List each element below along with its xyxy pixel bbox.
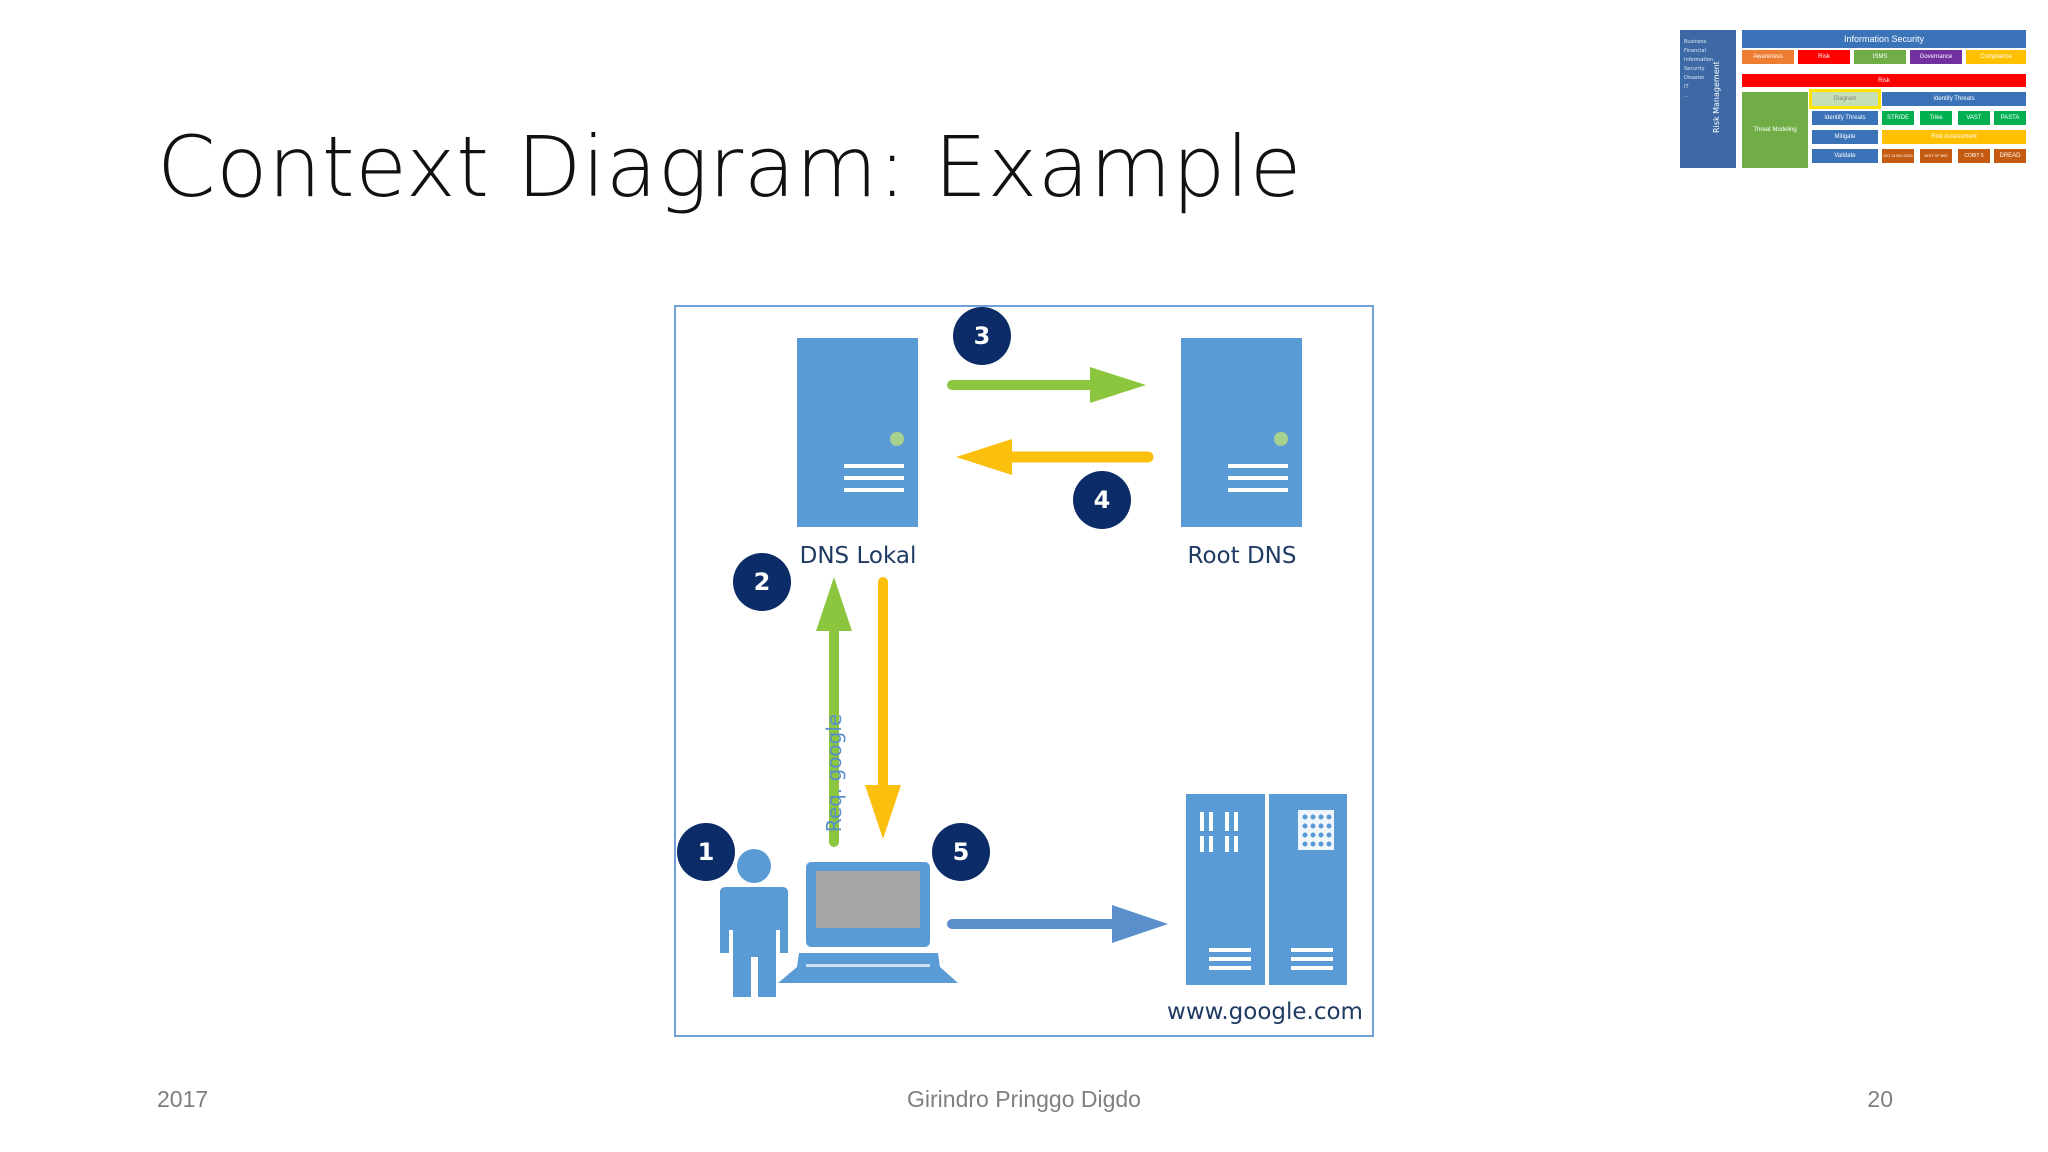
thumb-threat-modeling: Threat Modeling <box>1742 92 1808 168</box>
roadmap-thumbnail: Business Financial Information Security … <box>1680 30 2026 168</box>
step-badge-2: 2 <box>733 553 791 611</box>
arrow-query-root <box>947 367 1146 403</box>
thumb-isms: ISMS <box>1854 50 1906 64</box>
thumb-validate-step: Validate <box>1812 149 1878 163</box>
svg-text:4: 4 <box>1094 486 1111 514</box>
thumb-awareness: Awareness <box>1742 50 1794 64</box>
thumb-identify-step: Identify Threats <box>1812 111 1878 125</box>
thumb-identify-threats: Identify Threats <box>1882 92 2026 106</box>
thumb-risk-assessment: Risk Assessment <box>1882 130 2026 144</box>
thumb-risk-bar: Risk <box>1742 74 2026 87</box>
google-label: www.google.com <box>1167 999 1363 1025</box>
thumb-iso: ISO 31000:2009 <box>1882 149 1914 163</box>
user-icon <box>720 849 788 997</box>
thumb-governance: Governance <box>1910 50 1962 64</box>
thumb-risk: Risk <box>1798 50 1850 64</box>
svg-text:3: 3 <box>974 322 991 350</box>
footer-author: Girindro Pringgo Digdo <box>907 1086 1141 1112</box>
thumb-vast: VAST <box>1958 111 1990 125</box>
google-server-rack-icon <box>1186 794 1347 985</box>
thumb-header: Information Security <box>1742 30 2026 48</box>
thumb-diagram-step: Diagram <box>1809 89 1881 109</box>
thumb-stride: STRIDE <box>1882 111 1914 125</box>
thumb-sidebar-items: Business Financial Information Security … <box>1684 39 1713 99</box>
thumb-mitigate-step: Mitigate <box>1812 130 1878 144</box>
footer-page-number: 20 <box>1867 1086 1893 1112</box>
thumb-dread: DREAD <box>1994 149 2026 163</box>
step-badge-3: 3 <box>953 307 1011 365</box>
root-dns-label: Root DNS <box>1188 543 1297 569</box>
arrow-request-dns <box>816 577 852 847</box>
step-badge-4: 4 <box>1073 471 1131 529</box>
root-dns-server-icon <box>1181 338 1302 527</box>
thumb-compliance: Compliance <box>1966 50 2026 64</box>
svg-text:5: 5 <box>953 838 970 866</box>
slide-title: Context Diagram: Example <box>157 118 1302 216</box>
context-diagram: DNS Lokal Root DNS www.google.com Req. g… <box>674 305 1374 1037</box>
thumb-sidebar <box>1680 30 1736 168</box>
laptop-icon <box>778 862 958 983</box>
thumb-pasta: PASTA <box>1994 111 2026 125</box>
request-label: Req. google <box>822 714 846 832</box>
arrow-response-client <box>865 577 901 839</box>
thumb-cobit: COBIT 5 <box>1958 149 1990 163</box>
dns-lokal-label: DNS Lokal <box>800 543 917 569</box>
svg-text:1: 1 <box>698 838 715 866</box>
thumb-trike: Trike <box>1920 111 1952 125</box>
thumb-nist: NIST SP 800 <box>1920 149 1952 163</box>
arrow-connect-google <box>947 905 1168 943</box>
thumb-sidebar-label: Risk Management <box>1712 61 1721 133</box>
footer-year: 2017 <box>157 1086 209 1112</box>
step-badge-1: 1 <box>677 823 735 881</box>
dns-lokal-server-icon <box>797 338 918 527</box>
step-badge-5: 5 <box>932 823 990 881</box>
arrow-response-root <box>956 439 1154 475</box>
svg-text:2: 2 <box>754 568 771 596</box>
